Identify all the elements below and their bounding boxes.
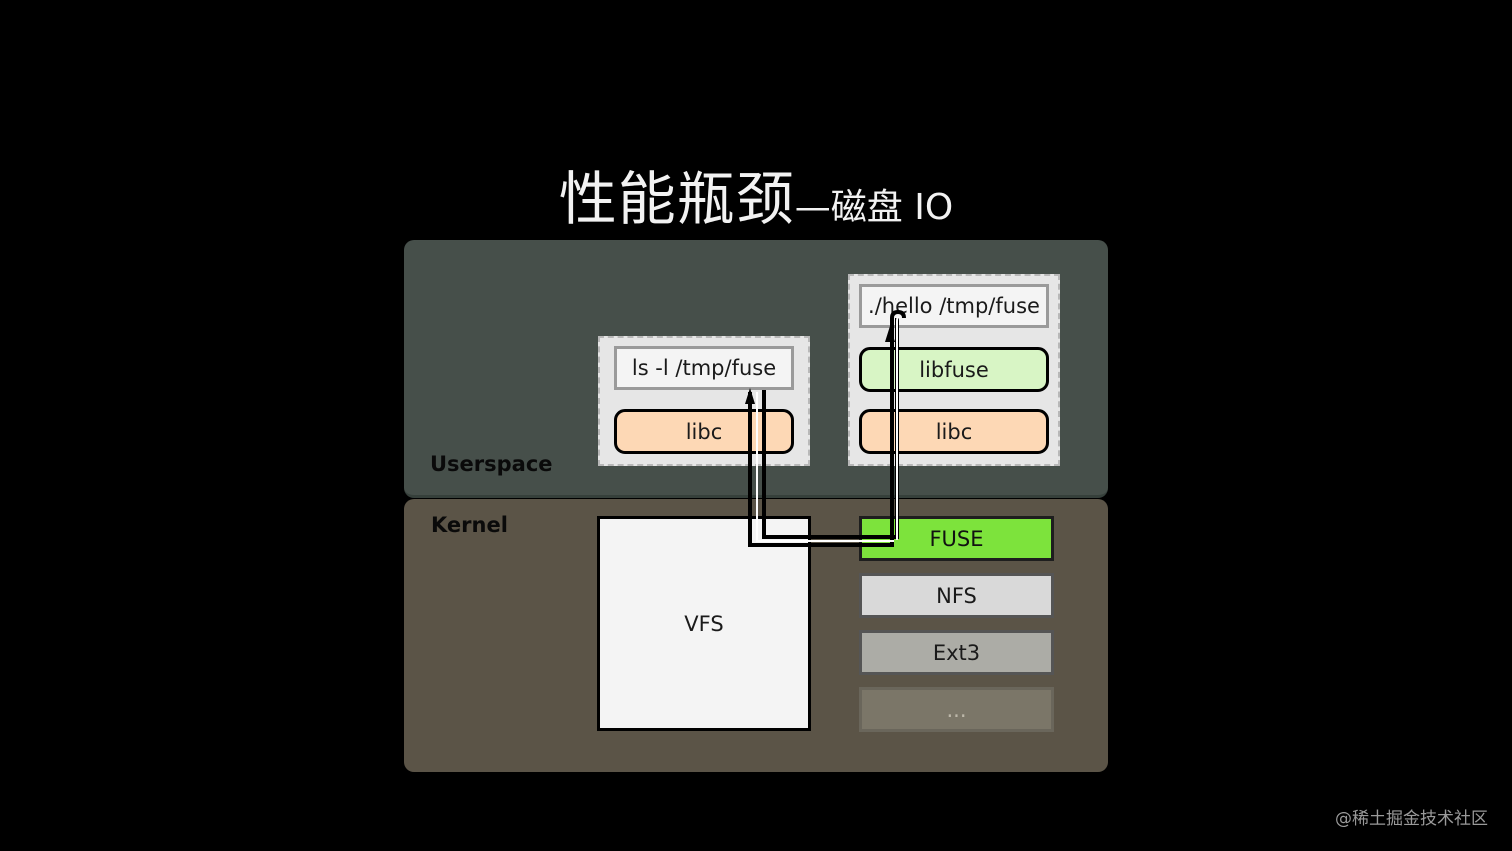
fuse-fs-box: FUSE [859,516,1054,561]
libfuse-box: libfuse [859,347,1049,392]
slide-title: 性能瓶颈—磁盘 IO [0,152,1512,236]
title-sub: —磁盘 IO [794,187,954,228]
daemon-libc-box: libc [859,409,1049,454]
kernel-label: Kernel [431,513,508,537]
more-fs-box: ... [859,687,1054,732]
ext3-fs-box: Ext3 [859,630,1054,675]
client-libc-box: libc [614,409,794,454]
fuse-daemon-command-box: ./hello /tmp/fuse [859,284,1049,328]
title-main: 性能瓶颈 [558,165,795,233]
userspace-label: Userspace [430,452,553,476]
watermark: @稀土掘金技术社区 [1335,809,1488,829]
nfs-fs-box: NFS [859,573,1054,618]
vfs-box: VFS [597,516,811,731]
client-command-box: ls -l /tmp/fuse [614,346,794,390]
